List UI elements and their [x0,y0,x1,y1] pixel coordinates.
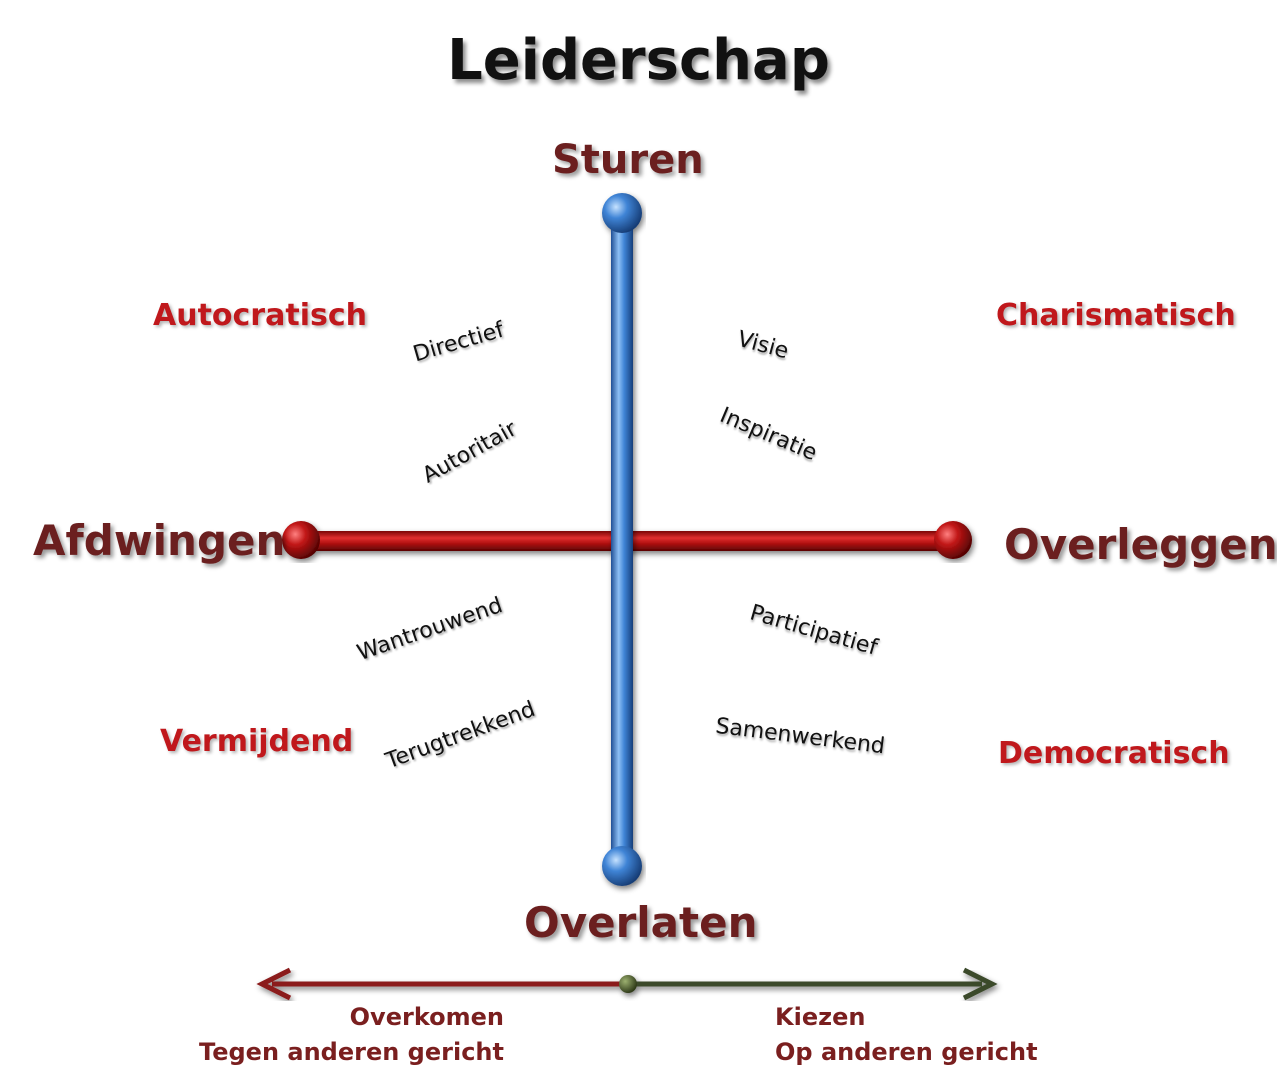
scale-right-line1: Kiezen [775,1003,866,1031]
scale-right-line2: Op anderen gericht [775,1038,1038,1066]
quadrant-label-top-right: Charismatisch [996,298,1236,333]
axis-label-right: Overleggen [1004,520,1277,569]
axis-label-top: Sturen [552,137,704,183]
scale-left-line2: Tegen anderen gericht [199,1038,504,1066]
page-title: Leiderschap [447,28,830,93]
quadrant-label-bottom-left: Vermijdend [160,724,354,759]
right-arrow-head [962,967,998,1001]
left-arrow-head [256,967,292,1001]
quadrant-label-bottom-right: Democratisch [998,736,1230,771]
quadrant-label-top-left: Autocratisch [153,298,367,333]
right-axis-knob [934,521,972,559]
top-axis-knob [602,193,642,233]
vertical-axis-bar [602,193,642,886]
bottom-scale-arrows [256,967,998,1001]
axis-label-bottom: Overlaten [524,898,758,947]
bottom-axis-knob [602,846,642,886]
axis-label-left: Afdwingen [33,516,286,565]
scale-left-line1: Overkomen [349,1003,504,1031]
left-axis-knob [282,521,320,559]
scale-center-dot [619,975,637,993]
